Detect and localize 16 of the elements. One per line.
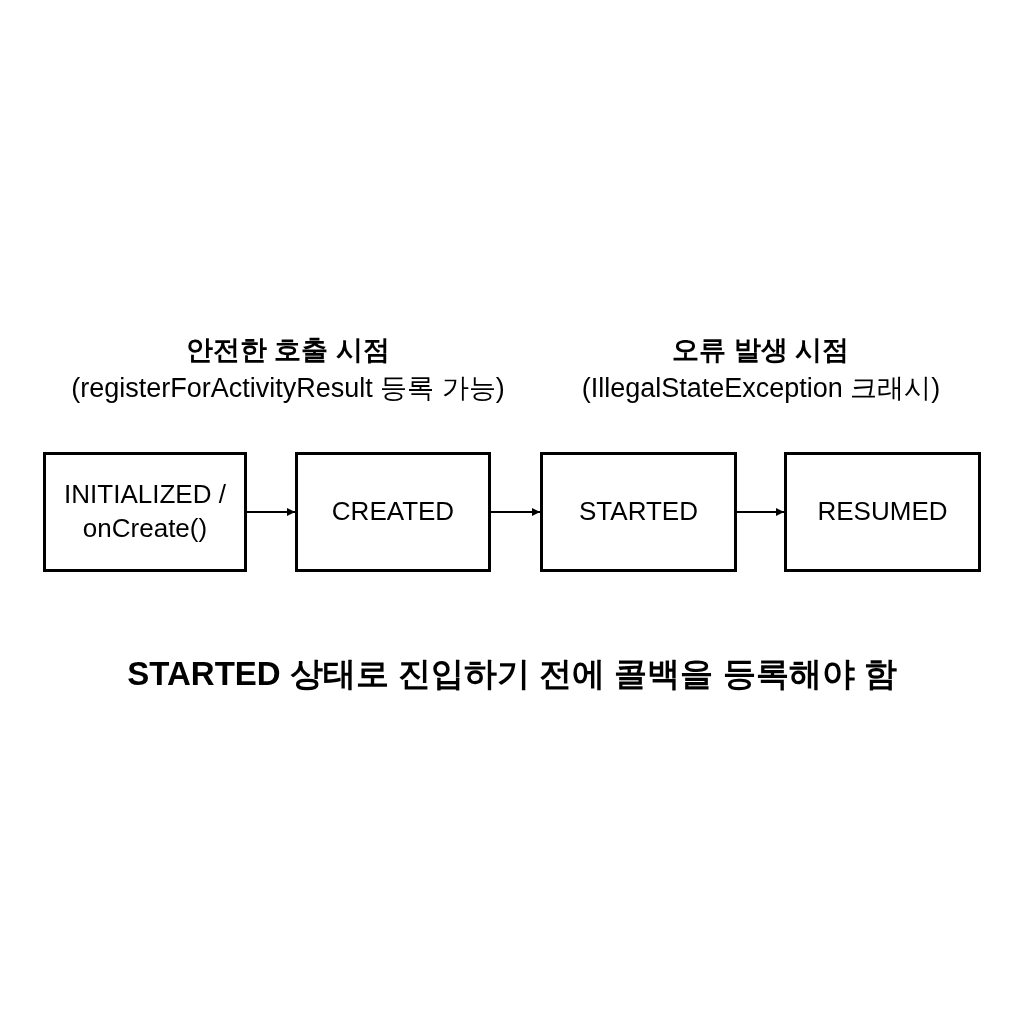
note-text: (IllegalStateException 크래시) (581, 372, 941, 405)
state-box (540, 452, 737, 572)
note-text: (registerForActivityResult 등록 가능) (71, 372, 505, 405)
state-box (784, 452, 981, 572)
state-label: STARTED (579, 495, 698, 529)
state-label: CREATED (331, 495, 455, 529)
heading-text: 오류 발생 시점 (672, 334, 850, 367)
state-box (295, 452, 491, 572)
state-label: RESUMED (817, 495, 948, 529)
state-box (43, 452, 247, 572)
arrow (490, 508, 541, 516)
state-label: INITIALIZED / onCreate() (63, 478, 227, 545)
arrow (246, 508, 296, 516)
arrow (736, 508, 785, 516)
heading-text: 안전한 호출 시점 (186, 334, 390, 367)
summary-text: STARTED 상태로 진입하기 전에 콜백을 등록해야 함 (127, 654, 897, 694)
